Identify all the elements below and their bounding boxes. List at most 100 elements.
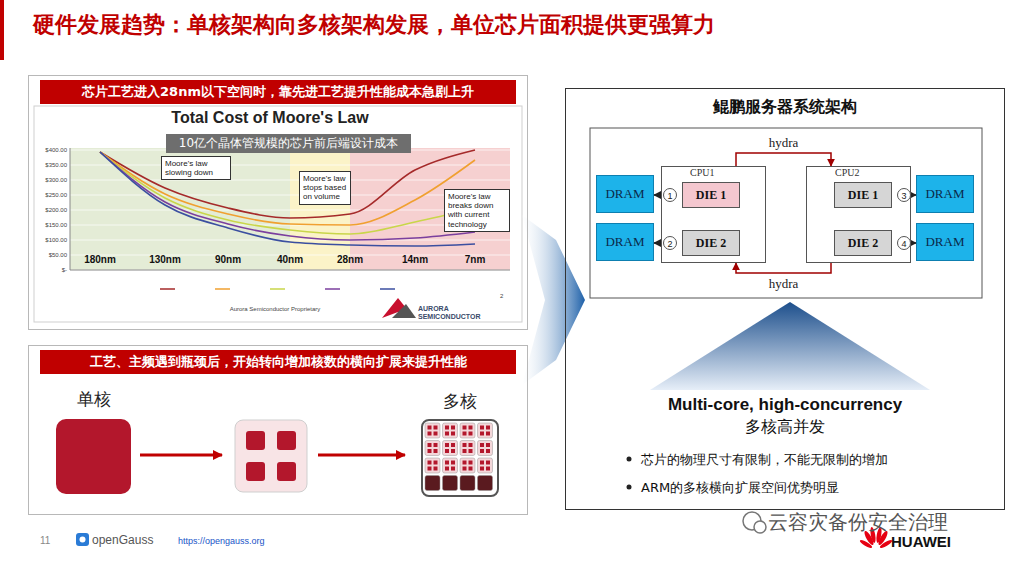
- node-text: Moore's law breaks down with current tec…: [448, 192, 506, 229]
- architecture-panel: 鲲鹏服务器系统架构Multi-core, high-concurrency多核高…: [565, 88, 1005, 510]
- chart-zone: [290, 148, 350, 270]
- chart-axis: [70, 270, 510, 271]
- grid-line: [70, 240, 510, 241]
- core-dot: [486, 461, 490, 465]
- slide-number: 11: [40, 535, 60, 546]
- architecture-frame: [590, 128, 982, 298]
- page-number: 2: [500, 293, 510, 299]
- wechat-icon: [754, 521, 766, 533]
- node-text: DRAM: [605, 234, 644, 250]
- up-arrow: [650, 302, 930, 390]
- dram-box: DRAM: [596, 223, 654, 261]
- core-dot: [469, 467, 473, 471]
- dram-box: DRAM: [916, 175, 974, 213]
- node-size-label: 130nm: [143, 254, 187, 265]
- core-dot: [428, 461, 432, 465]
- core-dot: [451, 443, 455, 447]
- cpu-box: CPU1DIE 1DIE 2: [661, 166, 766, 263]
- dram-box: DRAM: [916, 223, 974, 261]
- core-dot: [469, 443, 473, 447]
- core-dot: [428, 443, 432, 447]
- core-dot: [428, 467, 432, 471]
- website-url: https://opengauss.org: [178, 536, 298, 546]
- core-dot: [469, 432, 473, 436]
- core-cell: [443, 441, 458, 456]
- axis-tick: $150.00: [36, 222, 67, 228]
- core-cell: [460, 441, 475, 456]
- core-dot: [445, 467, 449, 471]
- core-cell: [425, 476, 440, 491]
- trend-panel: 工艺、主频遇到瓶颈后，开始转向增加核数的横向扩展来提升性能单核多核: [28, 345, 528, 515]
- core-dot: [434, 461, 438, 465]
- core-dot: [445, 449, 449, 453]
- opengauss-logo: [80, 537, 86, 543]
- core-dot: [463, 467, 467, 471]
- core-dot: [428, 432, 432, 436]
- watermark: 云容灾备份安全治理: [768, 509, 1008, 536]
- die-box: DIE 2: [834, 230, 892, 256]
- single-core-chip: 单核: [56, 419, 131, 494]
- axis-tick: $200.00: [36, 207, 67, 213]
- callout-number: 1: [663, 188, 677, 202]
- core-cell: [443, 458, 458, 473]
- node-size-label: 180nm: [78, 254, 122, 265]
- interconnect-arrow: [736, 263, 831, 273]
- core-dot: [469, 461, 473, 465]
- node-text: CPU2: [835, 167, 859, 178]
- core-cell: [460, 423, 475, 438]
- core-cell: [425, 441, 440, 456]
- core-dot: [480, 449, 484, 453]
- core-dot: [428, 449, 432, 453]
- core: [246, 462, 265, 481]
- node-text: 多核: [393, 390, 527, 413]
- link-label: hydra: [767, 276, 801, 292]
- cost-curve: [100, 152, 475, 234]
- chart-zone: [350, 148, 510, 270]
- aurora-logo: [392, 304, 416, 318]
- core-dot: [486, 467, 490, 471]
- core-cell: [478, 458, 493, 473]
- callout-number: 2: [663, 236, 677, 250]
- core-cell: [443, 476, 458, 491]
- core: [277, 462, 296, 481]
- bullet-dot: [627, 457, 632, 462]
- core-cell: [478, 423, 493, 438]
- cpu-box: CPU2DIE 1 DIE 2: [806, 166, 911, 263]
- node-text: DIE 1: [696, 188, 726, 203]
- die-box: DIE 2: [682, 230, 740, 256]
- panel-text: 鲲鹏服务器系统架构: [566, 97, 1004, 118]
- link-label: hydra: [767, 135, 801, 151]
- node-text: Moore's law stops based on volume: [303, 174, 347, 202]
- die-box: DIE 1: [682, 182, 740, 208]
- die-box: DIE 1: [834, 182, 892, 208]
- cost-curve: [100, 152, 475, 240]
- core-cell: [425, 423, 440, 438]
- node-text: 10亿个晶体管规模的芯片前后端设计成本: [170, 135, 407, 152]
- core-dot: [480, 426, 484, 430]
- axis-tick: $-: [36, 267, 67, 273]
- node-text: DIE 2: [696, 236, 726, 251]
- core-dot: [486, 449, 490, 453]
- axis-tick: $250.00: [36, 192, 67, 198]
- core-dot: [445, 443, 449, 447]
- opengauss-logo: [76, 533, 89, 546]
- core-dot: [486, 443, 490, 447]
- core-dot: [480, 461, 484, 465]
- callout-box: Moore's law slowing down: [161, 156, 231, 180]
- many-core-chip: 多核: [421, 419, 499, 497]
- node-text: DRAM: [925, 234, 964, 250]
- dram-box: DRAM: [596, 175, 654, 213]
- chart-curves: [100, 150, 475, 246]
- core-dot: [469, 426, 473, 430]
- core-dot: [445, 432, 449, 436]
- callout-number: 4: [897, 236, 911, 250]
- core-dot: [463, 461, 467, 465]
- node-size-label: 28nm: [328, 254, 372, 265]
- legend-line: [325, 288, 340, 290]
- core-dot: [434, 443, 438, 447]
- core-dot: [480, 443, 484, 447]
- chart-frame: [34, 106, 522, 322]
- cost-curve: [100, 152, 475, 246]
- core-dot: [480, 432, 484, 436]
- bullet-dot: [627, 485, 632, 490]
